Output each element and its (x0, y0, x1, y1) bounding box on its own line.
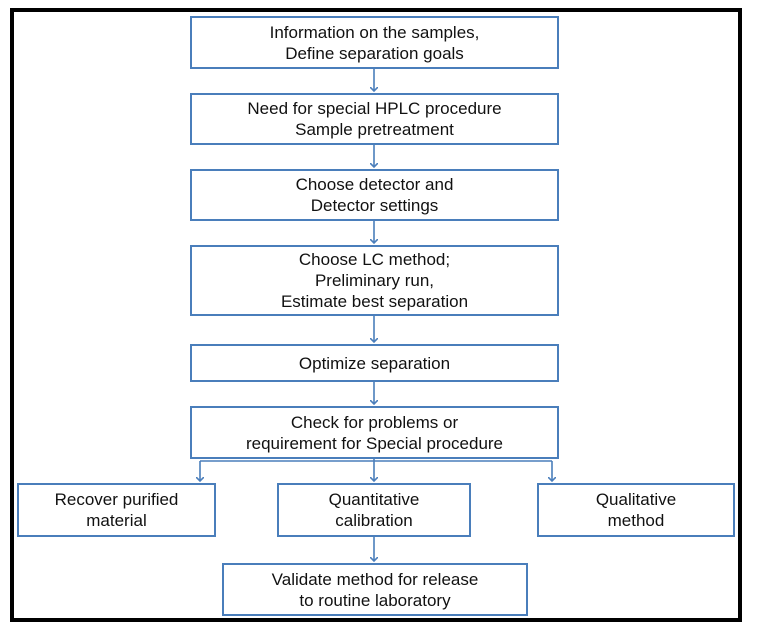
step-text-line: Optimize separation (298, 353, 451, 373)
branch-text-line: material (86, 511, 147, 530)
step-text-line: Define separation goals (285, 43, 464, 63)
branch-quantitative-calibration: Quantitative calibration (277, 483, 471, 537)
step-optimize-separation: Optimize separation (190, 344, 559, 382)
step-text-line: Information on the samples, (269, 22, 480, 42)
step-text-line: Sample pretreatment (295, 120, 454, 139)
branch-text-line: calibration (335, 511, 413, 530)
step-choose-lc-method: Choose LC method; Preliminary run, Estim… (190, 245, 559, 316)
step-choose-detector: Choose detector and Detector settings (190, 169, 559, 221)
step-text-line: Estimate best separation (280, 292, 469, 311)
step-validate-method: Validate method for release to routine l… (222, 563, 528, 616)
step-check-problems: Check for problems or requirement for Sp… (190, 406, 559, 459)
step-text-line: Preliminary run, (314, 271, 435, 290)
step-text-line: Validate method for release (271, 569, 479, 589)
step-text-line: requirement for Special procedure (245, 433, 504, 453)
step-special-procedure: Need for special HPLC procedure Sample p… (190, 93, 559, 145)
step-text-line: Choose LC method; (298, 250, 451, 269)
step-text-line: Need for special HPLC procedure (247, 99, 502, 118)
step-text-line: Detector settings (310, 196, 439, 215)
branch-recover-material: Recover purified material (17, 483, 216, 537)
step-text-line: Check for problems or (290, 412, 459, 432)
branch-text-line: Qualitative (595, 490, 677, 509)
branch-text-line: Recover purified (54, 490, 179, 509)
step-text-line: to routine laboratory (299, 590, 451, 610)
branch-text-line: Quantitative (328, 490, 420, 509)
step-text-line: Choose detector and (295, 175, 454, 194)
branch-text-line: method (607, 511, 665, 530)
step-define-goals: Information on the samples, Define separ… (190, 16, 559, 69)
branch-qualitative-method: Qualitative method (537, 483, 735, 537)
